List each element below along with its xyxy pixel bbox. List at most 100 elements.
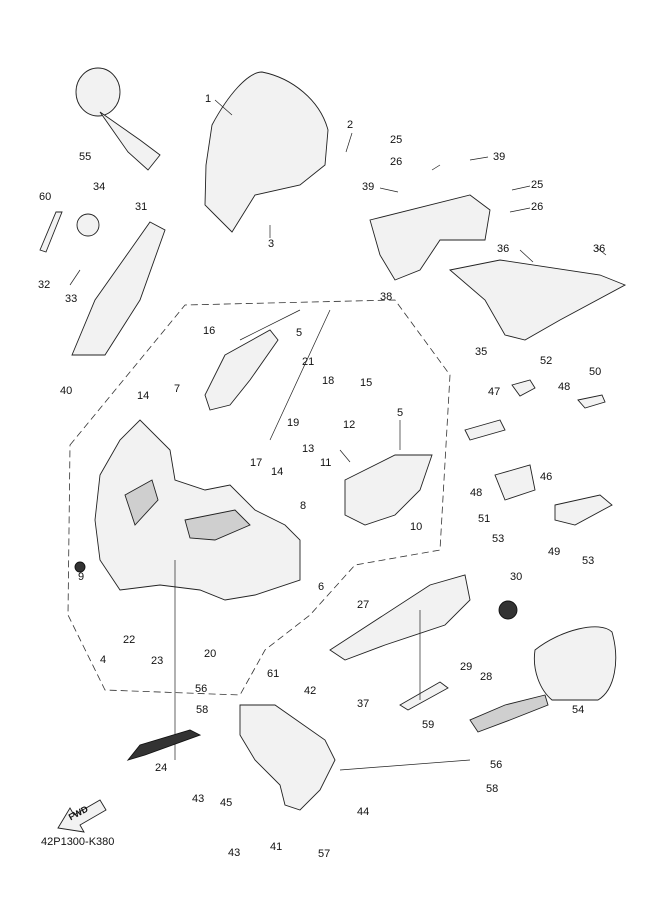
callout-31: 31: [135, 201, 147, 213]
callout-44: 44: [357, 806, 369, 818]
callout-14b: 14: [271, 466, 283, 478]
callout-labels: 1234556789101112131414151617181920212223…: [38, 93, 605, 860]
clip-52: [511, 379, 536, 397]
callout-53a: 53: [492, 533, 504, 545]
cowling-assembly-outline: [67, 299, 451, 696]
grommet-right: [498, 600, 518, 620]
side-cowling: [329, 574, 471, 661]
inner-bracket-left: [204, 329, 279, 411]
callout-12: 12: [343, 419, 355, 431]
callout-28: 28: [480, 671, 492, 683]
callout-26b: 26: [531, 201, 543, 213]
mirror-left-stem: [99, 111, 161, 171]
callout-38: 38: [380, 291, 392, 303]
inner-panel-lower: [449, 259, 627, 341]
callout-58a: 58: [196, 704, 208, 716]
callout-5a: 5: [296, 327, 302, 339]
callout-23: 23: [151, 655, 163, 667]
callout-15: 15: [360, 377, 372, 389]
callout-32: 32: [38, 279, 50, 291]
bracket-mid: [494, 464, 536, 501]
callout-60: 60: [39, 191, 51, 203]
emblem: [39, 211, 63, 253]
callout-53b: 53: [582, 555, 594, 567]
lower-stay: [239, 704, 336, 811]
front-cowling: [94, 419, 301, 601]
bracket-lower: [554, 494, 613, 526]
callout-10: 10: [410, 521, 422, 533]
mirror-left-glass: [75, 67, 121, 117]
callout-45: 45: [220, 797, 232, 809]
grommet-left: [74, 561, 86, 573]
callout-11: 11: [320, 457, 331, 469]
callout-47: 47: [488, 386, 500, 398]
headlight-opening-right: [184, 509, 251, 541]
callout-20: 20: [204, 648, 216, 660]
callout-39a: 39: [362, 181, 374, 193]
inner-panel-upper: [369, 194, 491, 281]
callout-46: 46: [540, 471, 552, 483]
callout-58b: 58: [486, 783, 498, 795]
callout-59: 59: [422, 719, 434, 731]
callout-37: 37: [357, 698, 369, 710]
callout-17: 17: [250, 457, 262, 469]
callout-16: 16: [203, 325, 215, 337]
callout-13: 13: [302, 443, 314, 455]
trim-strip: [126, 729, 202, 761]
callout-2: 2: [347, 119, 353, 131]
callout-49: 49: [548, 546, 560, 558]
callout-42: 42: [304, 685, 316, 697]
leader-lines: [69, 99, 607, 771]
callout-27: 27: [357, 599, 369, 611]
callout-9: 9: [78, 571, 84, 583]
callout-30: 30: [510, 571, 522, 583]
callout-4: 4: [100, 654, 106, 666]
callout-3: 3: [268, 238, 274, 250]
callout-34: 34: [93, 181, 105, 193]
callout-6: 6: [318, 581, 324, 593]
callout-36a: 36: [497, 243, 509, 255]
callout-5b: 5: [397, 407, 403, 419]
callout-7: 7: [174, 383, 180, 395]
inner-bracket-right: [344, 454, 433, 526]
callout-48b: 48: [558, 381, 570, 393]
callout-24: 24: [155, 762, 167, 774]
callout-8: 8: [300, 500, 306, 512]
caution-label: [399, 681, 449, 711]
callout-26a: 26: [390, 156, 402, 168]
side-cover-left: [71, 221, 166, 356]
callout-14a: 14: [137, 390, 149, 402]
fwd-arrow-icon: [57, 799, 107, 833]
callout-50: 50: [589, 366, 601, 378]
callout-21: 21: [302, 356, 314, 368]
callout-18: 18: [322, 375, 334, 387]
headlight-opening-left: [124, 479, 159, 526]
callout-61: 61: [267, 668, 279, 680]
callout-48a: 48: [470, 487, 482, 499]
windshield: [204, 71, 329, 233]
callout-36b: 36: [593, 243, 605, 255]
callout-57: 57: [318, 848, 330, 860]
callout-40: 40: [60, 385, 72, 397]
callout-33: 33: [65, 293, 77, 305]
callout-56b: 56: [490, 759, 502, 771]
cap: [76, 213, 100, 237]
callout-54: 54: [572, 704, 584, 716]
callout-51: 51: [478, 513, 490, 525]
callout-41: 41: [270, 841, 282, 853]
callout-43a: 43: [192, 793, 204, 805]
callout-19: 19: [287, 417, 299, 429]
callout-35: 35: [475, 346, 487, 358]
callout-29: 29: [460, 661, 472, 673]
mirror-right-glass: [533, 626, 617, 701]
mirror-right-stem: [469, 694, 549, 733]
callout-39b: 39: [493, 151, 505, 163]
callout-25b: 25: [531, 179, 543, 191]
callout-1: 1: [205, 93, 211, 105]
callout-55: 55: [79, 151, 91, 163]
callout-52: 52: [540, 355, 552, 367]
callout-43b: 43: [228, 847, 240, 859]
callout-56a: 56: [195, 683, 207, 695]
